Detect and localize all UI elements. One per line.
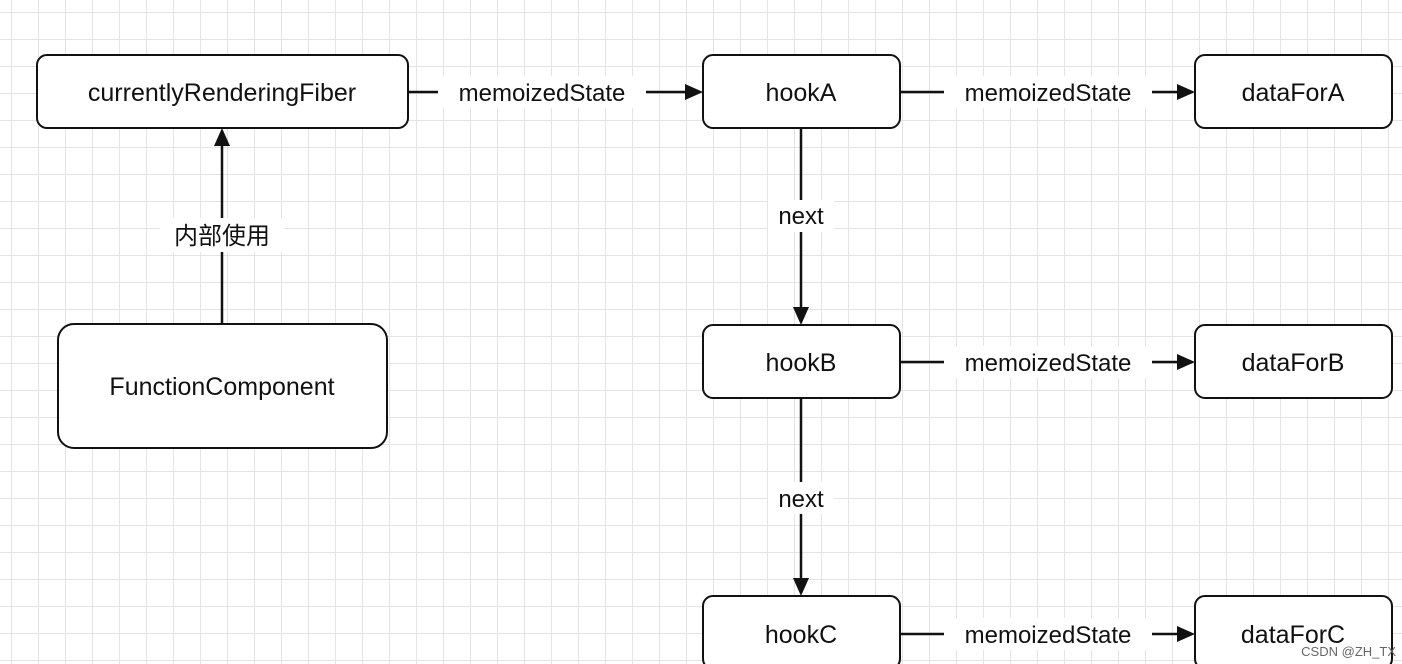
node-currently-rendering-fiber: currentlyRenderingFiber	[36, 54, 409, 129]
edge-hook-a-to-data-a: memoizedState	[900, 76, 1195, 108]
edge-hook-a-to-hook-b: next	[768, 128, 834, 325]
arrowhead	[214, 128, 230, 146]
node-label-hook-c: hookC	[765, 621, 837, 649]
arrowhead	[793, 578, 809, 596]
edge-label-hook-b-to-hook-c: next	[778, 486, 824, 513]
edge-label-hook-a-to-hook-b: next	[778, 203, 824, 230]
arrowhead	[1177, 354, 1195, 370]
node-label-hook-a: hookA	[766, 79, 837, 107]
edge-label-hook-b-to-data-b: memoizedState	[965, 350, 1132, 377]
edge-label-hook-c-to-data-c: memoizedState	[965, 622, 1132, 649]
node-data-for-c: dataForC	[1194, 595, 1393, 664]
edge-hook-c-to-data-c: memoizedState	[900, 618, 1195, 650]
edge-fiber-to-hook-a: memoizedState	[408, 76, 703, 108]
edge-label-fiber-to-hook-a: memoizedState	[459, 80, 626, 107]
edge-label-component-to-fiber: 内部使用	[174, 223, 270, 250]
arrowhead	[685, 84, 703, 100]
node-label-component: FunctionComponent	[109, 373, 334, 401]
node-label-data-a: dataForA	[1242, 79, 1345, 107]
edge-component-to-fiber: 内部使用	[160, 128, 284, 324]
edge-hook-b-to-hook-c: next	[768, 398, 834, 596]
arrowhead	[793, 307, 809, 325]
node-hook-a: hookA	[702, 54, 901, 129]
arrowhead	[1177, 626, 1195, 642]
node-label-fiber: currentlyRenderingFiber	[88, 79, 356, 107]
node-label-data-b: dataForB	[1242, 349, 1345, 377]
node-label-data-c: dataForC	[1241, 621, 1345, 649]
node-data-for-a: dataForA	[1194, 54, 1393, 129]
node-function-component: FunctionComponent	[57, 323, 388, 449]
arrowhead	[1177, 84, 1195, 100]
edge-hook-b-to-data-b: memoizedState	[900, 346, 1195, 378]
node-data-for-b: dataForB	[1194, 324, 1393, 399]
node-label-hook-b: hookB	[766, 349, 837, 377]
node-hook-c: hookC	[702, 595, 901, 664]
edge-label-hook-a-to-data-a: memoizedState	[965, 80, 1132, 107]
node-hook-b: hookB	[702, 324, 901, 399]
watermark-text: CSDN @ZH_TX	[1301, 644, 1396, 659]
